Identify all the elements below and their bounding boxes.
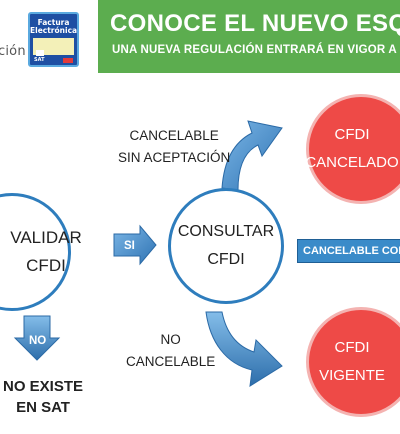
consultar-line1: CONSULTAR: [177, 223, 275, 240]
badge-sat-label: SAT: [34, 57, 45, 63]
consultar-line2: CFDI: [207, 251, 245, 268]
no-existe-en-sat-label: NO EXISTE EN SAT: [3, 376, 83, 418]
si-label: SI: [124, 240, 135, 252]
curved-down-arrow-icon: [205, 311, 283, 387]
validar-line2: CFDI: [26, 256, 66, 275]
cancelable-sin-line1: CANCELABLE: [129, 128, 219, 143]
no-label: NO: [29, 335, 47, 347]
no-existe-line2: EN SAT: [16, 399, 70, 416]
title-banner: [98, 0, 400, 73]
no-cancelable-line2: CANCELABLE: [126, 354, 216, 369]
page-subtitle: UNA NUEVA REGULACIÓN ENTRARÁ EN VIGOR A …: [112, 44, 400, 56]
validar-line1: VALIDAR: [10, 228, 82, 247]
curved-up-arrow-icon: [221, 120, 283, 191]
si-arrow-icon: [113, 224, 157, 266]
badge-red-tag: [63, 58, 73, 63]
cancelado-line1: CFDI: [334, 126, 370, 143]
vigente-line1: CFDI: [334, 339, 370, 356]
cancelable-sin-aceptacion-label: CANCELABLE SIN ACEPTACIÓN: [118, 125, 230, 169]
logo-text-fragment: ción: [0, 44, 26, 59]
vigente-line2: VIGENTE: [319, 367, 385, 384]
badge-line1: Factura: [37, 18, 70, 27]
no-existe-line1: NO EXISTE: [3, 378, 84, 395]
badge-line2: Electrónica: [30, 26, 78, 35]
cancelado-line2: CANCELADO: [305, 154, 399, 171]
cfdi-vigente-node: CFDI VIGENTE: [306, 307, 400, 417]
sat-logo-icon: [36, 50, 44, 56]
factura-electronica-badge: Factura Electrónica SAT: [28, 12, 79, 67]
cancelable-con-aceptacion-box: CANCELABLE CON ACE: [297, 239, 400, 263]
page-title: CONOCE EL NUEVO ESQUEMA DE C: [110, 10, 400, 37]
no-cancelable-line1: NO: [160, 332, 181, 347]
cfdi-cancelado-node: CFDI CANCELADO: [305, 94, 400, 204]
consultar-cfdi-node: CONSULTAR CFDI: [168, 188, 284, 304]
cancelable-sin-line2: SIN ACEPTACIÓN: [118, 150, 231, 165]
no-arrow-icon: [13, 315, 61, 361]
no-cancelable-label: NO CANCELABLE: [126, 329, 215, 373]
